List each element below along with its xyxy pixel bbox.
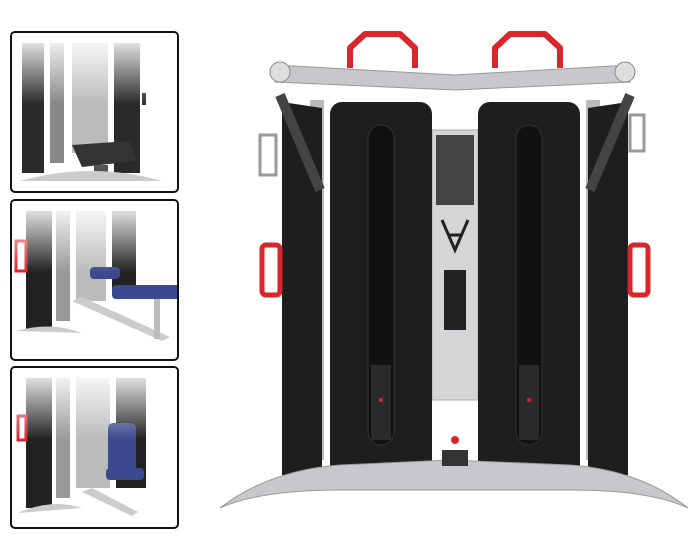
platform-attachment-image	[12, 33, 177, 191]
functional-trainer-image	[219, 31, 689, 509]
top-handle-right	[492, 31, 563, 68]
thumbnail-platform[interactable]	[10, 31, 179, 193]
thumbnail-seat[interactable]	[10, 366, 179, 529]
seat-attachment-image	[12, 368, 177, 527]
flat-bench-attachment-image	[12, 201, 177, 359]
thumbnail-flat-bench[interactable]	[10, 199, 179, 361]
top-handle-left	[347, 31, 418, 68]
